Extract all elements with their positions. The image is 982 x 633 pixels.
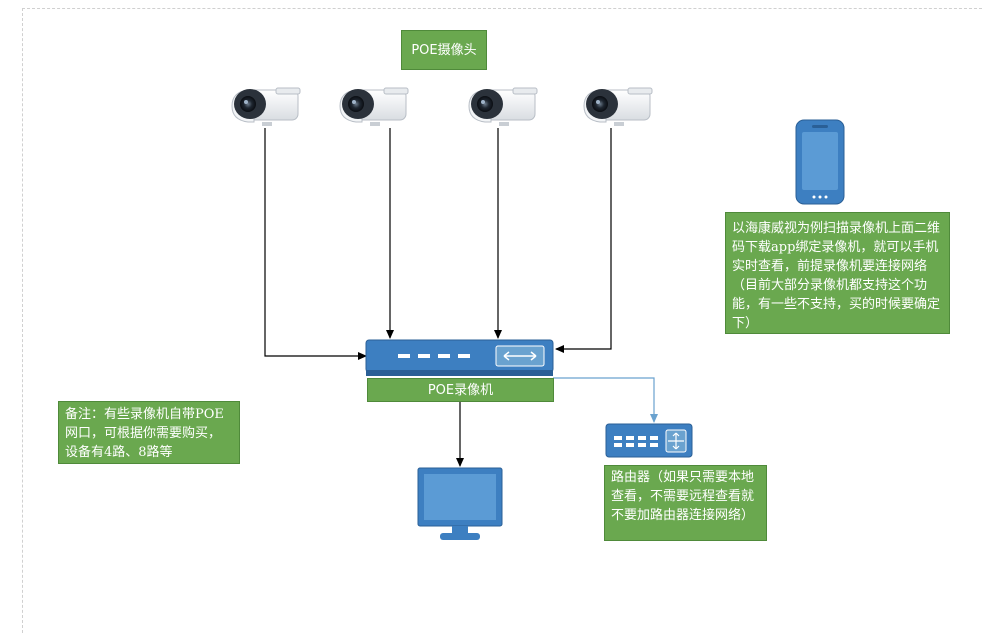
- nvr-icon: [365, 339, 554, 376]
- phone-icon: [795, 119, 845, 205]
- frame-border-top: [22, 8, 982, 9]
- camera-icon: [339, 87, 409, 126]
- camera-icon: [583, 87, 653, 126]
- router-icon: [605, 423, 693, 458]
- frame-border-left: [22, 8, 23, 633]
- router-label: 路由器（如果只需要本地查看，不需要远程查看就不要加路由器连接网络）: [604, 465, 767, 541]
- note-text: 备注：有些录像机自带POE网口，可根据你需要购买，设备有4路、8路等: [58, 401, 240, 464]
- arrow-nvr-to-router: [553, 377, 658, 423]
- nvr-label: POE录像机: [367, 378, 554, 402]
- arrow-camera1-to-nvr: [264, 128, 367, 360]
- arrow-camera4-to-nvr: [555, 128, 612, 353]
- monitor-icon: [417, 467, 503, 540]
- camera-icon: [468, 87, 538, 126]
- phone-label: 以海康威视为例扫描录像机上面二维码下载app绑定录像机，就可以手机实时查看，前提…: [725, 212, 950, 334]
- diagram-title: POE摄像头: [401, 30, 487, 70]
- camera-icon: [231, 87, 301, 126]
